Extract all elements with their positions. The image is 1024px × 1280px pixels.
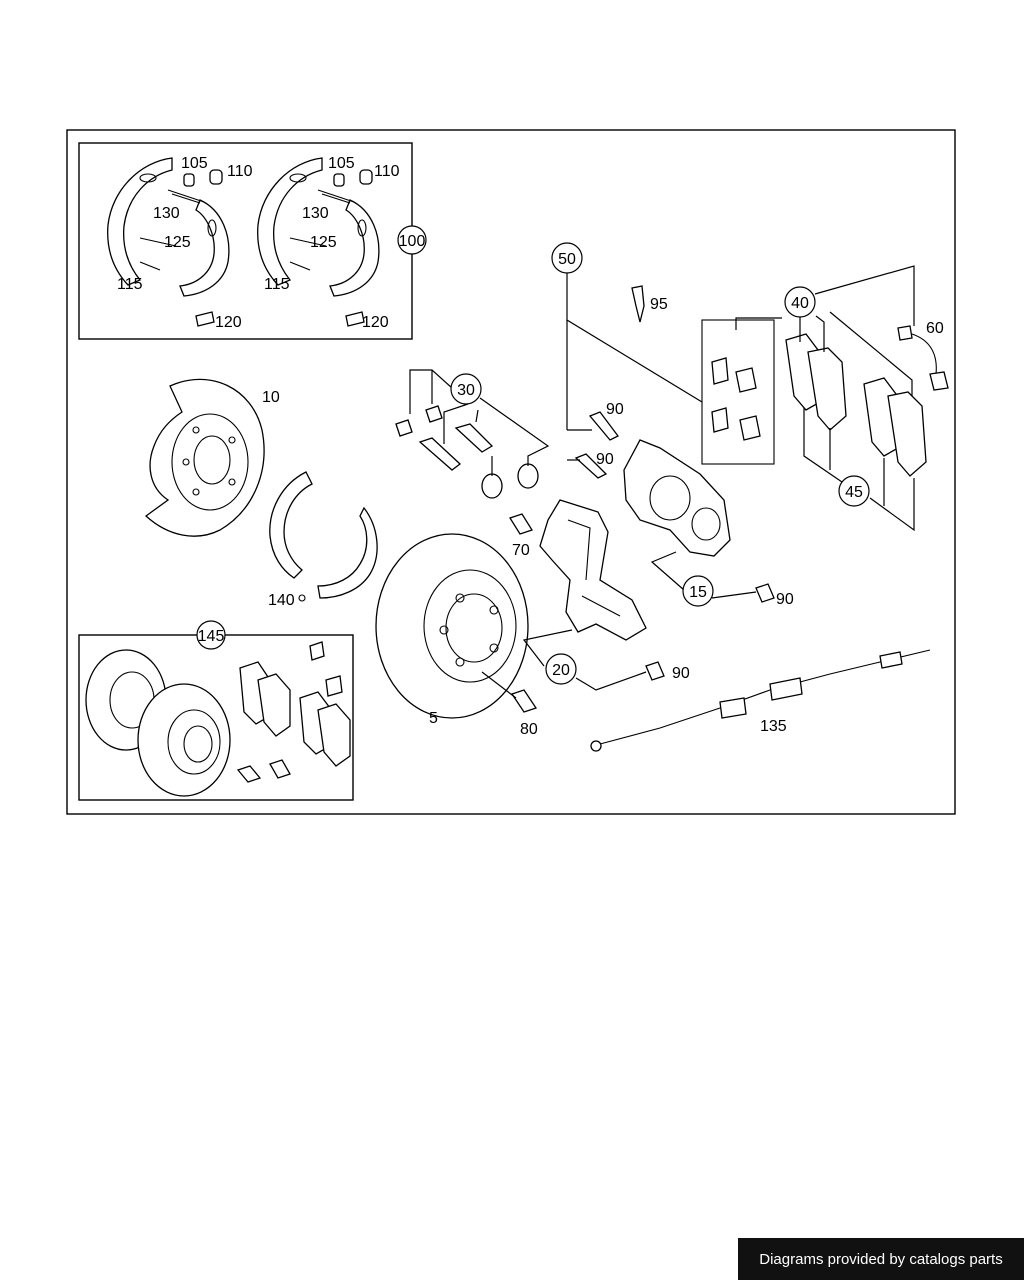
label-90-bracket: 90 <box>672 665 690 682</box>
label-10: 10 <box>262 389 280 406</box>
label-125-left: 125 <box>164 234 191 251</box>
label-115-left: 115 <box>117 276 143 293</box>
callout-label-40: 40 <box>791 295 809 312</box>
label-130-left: 130 <box>153 205 180 222</box>
label-120-left: 120 <box>215 314 242 331</box>
callout-145 <box>196 620 226 650</box>
callout-label-30: 30 <box>457 382 475 399</box>
brake-disc <box>375 533 529 719</box>
callout-label-15: 15 <box>689 584 707 601</box>
pad-hardware-kit <box>701 319 775 465</box>
callout-20 <box>545 653 577 685</box>
label-130-right: 130 <box>302 205 329 222</box>
brake-caliper <box>623 439 731 557</box>
label-5: 5 <box>429 710 438 727</box>
label-110-left: 110 <box>227 163 253 180</box>
label-140: 140 <box>268 592 295 609</box>
brake-pads <box>785 333 927 477</box>
callout-40 <box>784 286 816 318</box>
label-125-right: 125 <box>310 234 337 251</box>
callout-label-100: 100 <box>399 233 426 250</box>
callout-50 <box>551 242 583 274</box>
callout-100 <box>397 225 427 255</box>
parking-brake-shoes <box>269 471 378 602</box>
part-labels: 100 50 40 30 45 15 20 145 105 110 130 12… <box>117 155 944 738</box>
label-90-upper: 90 <box>606 401 624 418</box>
label-105-left: 105 <box>181 155 208 172</box>
label-115-right: 115 <box>264 276 290 293</box>
label-70: 70 <box>512 542 530 559</box>
callout-label-20: 20 <box>552 662 570 679</box>
brake-backing-plate <box>144 378 265 537</box>
callouts <box>196 225 870 685</box>
label-90-middle: 90 <box>596 451 614 468</box>
callout-30 <box>450 373 482 405</box>
pad-wear-sensor <box>897 325 949 391</box>
parking-brake-shoe-set-left <box>107 157 230 327</box>
bolts <box>509 285 775 713</box>
label-135: 135 <box>760 718 787 735</box>
parking-brake-cable <box>590 649 931 752</box>
label-120-right: 120 <box>362 314 389 331</box>
label-105-right: 105 <box>328 155 355 172</box>
label-95: 95 <box>650 296 668 313</box>
label-90-caliper: 90 <box>776 591 794 608</box>
disc-pad-kit-contents <box>85 641 351 797</box>
label-80: 80 <box>520 721 538 738</box>
main-frame <box>66 129 956 815</box>
callout-label-45: 45 <box>845 484 863 501</box>
callout-45 <box>838 475 870 507</box>
callout-label-145: 145 <box>198 628 225 645</box>
callout-label-50: 50 <box>558 251 576 268</box>
callout-15 <box>682 575 714 607</box>
diagram-credit: Diagrams provided by catalogs parts <box>738 1238 1024 1280</box>
label-60: 60 <box>926 320 944 337</box>
caliper-bolt-kit <box>395 405 539 499</box>
label-110-right: 110 <box>374 163 400 180</box>
parking-brake-shoe-set-right <box>257 157 380 327</box>
caliper-bracket <box>539 499 647 641</box>
